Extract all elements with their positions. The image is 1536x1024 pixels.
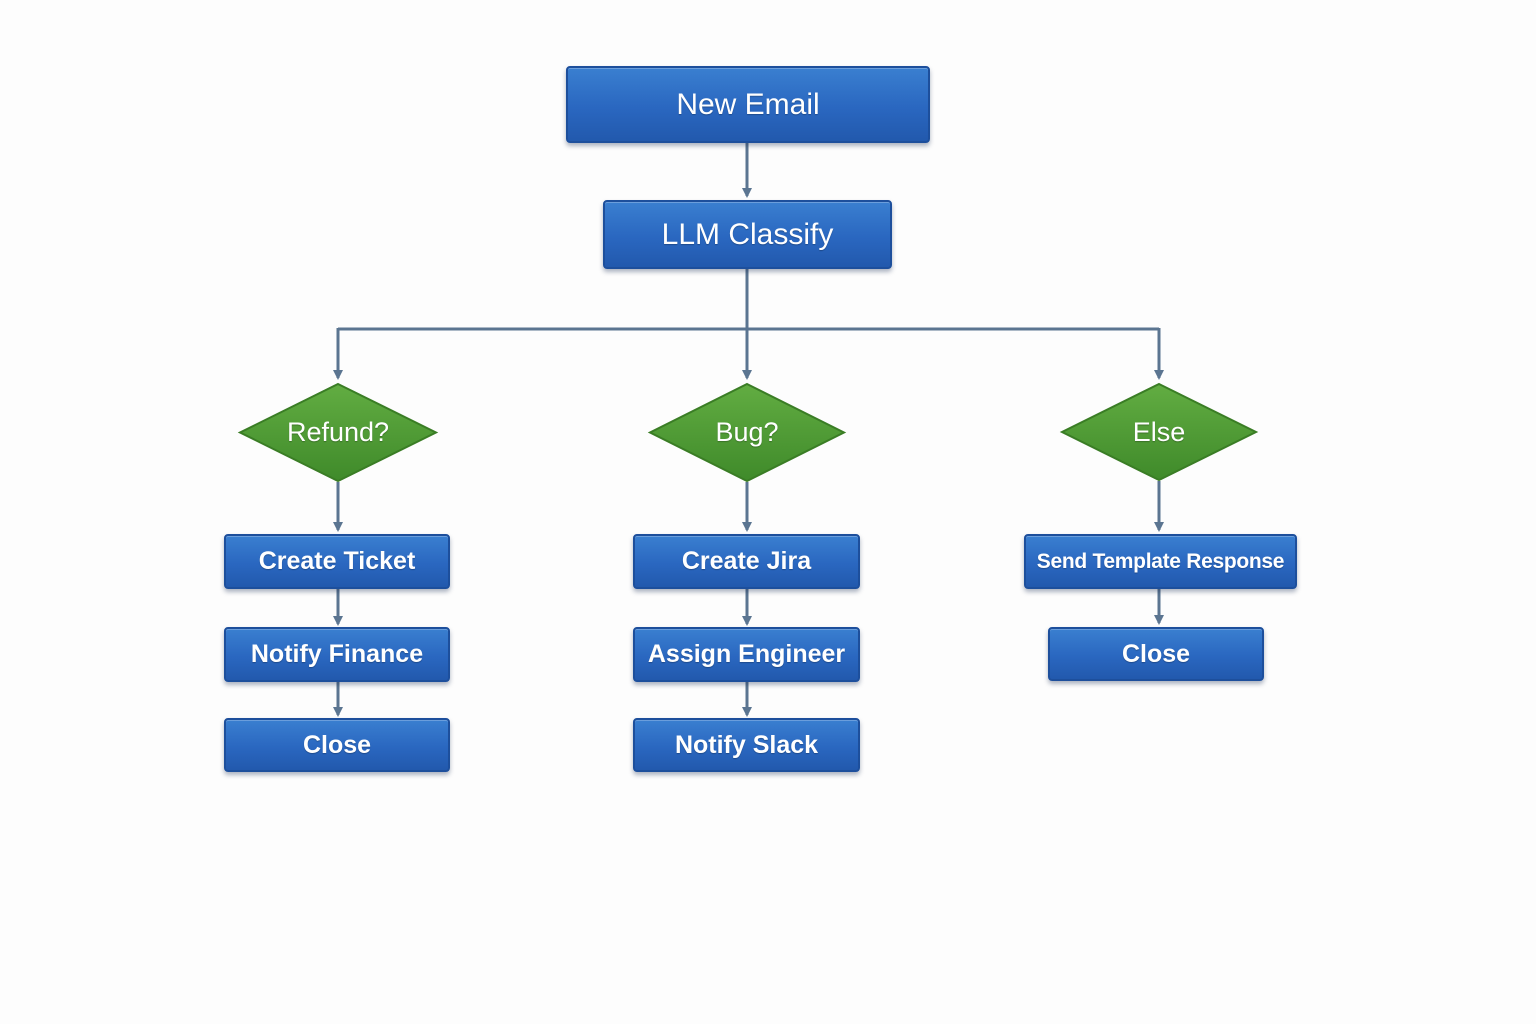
- classify-node-label: LLM Classify: [661, 217, 834, 251]
- process-node-create-jira: Create Jira: [633, 534, 860, 589]
- decision-node-refund: Refund?: [237, 382, 439, 483]
- decision-node-else: Else: [1059, 382, 1259, 482]
- process-node-llm-classify: LLM Classify: [603, 200, 892, 269]
- decision-diamond-shape: [647, 382, 847, 483]
- decision-diamond-shape: [1059, 382, 1259, 482]
- start-node-new-email: New Email: [566, 66, 930, 143]
- step-label: Close: [1121, 639, 1191, 668]
- step-label: Assign Engineer: [647, 640, 846, 668]
- step-label: Send Template Response: [1036, 549, 1285, 573]
- step-label: Notify Finance: [250, 640, 424, 668]
- process-node-notify-finance: Notify Finance: [224, 627, 450, 682]
- process-node-create-ticket: Create Ticket: [224, 534, 450, 589]
- decision-label-refund: Refund?: [286, 417, 390, 447]
- process-node-notify-slack: Notify Slack: [633, 718, 860, 772]
- step-label: Create Jira: [681, 547, 812, 575]
- process-node-close-else: Close: [1048, 627, 1264, 681]
- decision-label-else: Else: [1132, 416, 1186, 447]
- step-label: Create Ticket: [258, 547, 416, 575]
- process-node-send-template-response: Send Template Response: [1024, 534, 1297, 589]
- start-node-label: New Email: [676, 87, 820, 121]
- process-node-close-refund: Close: [224, 718, 450, 772]
- decision-label-bug: Bug?: [715, 417, 779, 447]
- step-label: Close: [302, 730, 372, 759]
- process-node-assign-engineer: Assign Engineer: [633, 627, 860, 682]
- decision-node-bug: Bug?: [647, 382, 847, 483]
- decision-diamond-shape: [237, 382, 439, 483]
- step-label: Notify Slack: [674, 730, 819, 759]
